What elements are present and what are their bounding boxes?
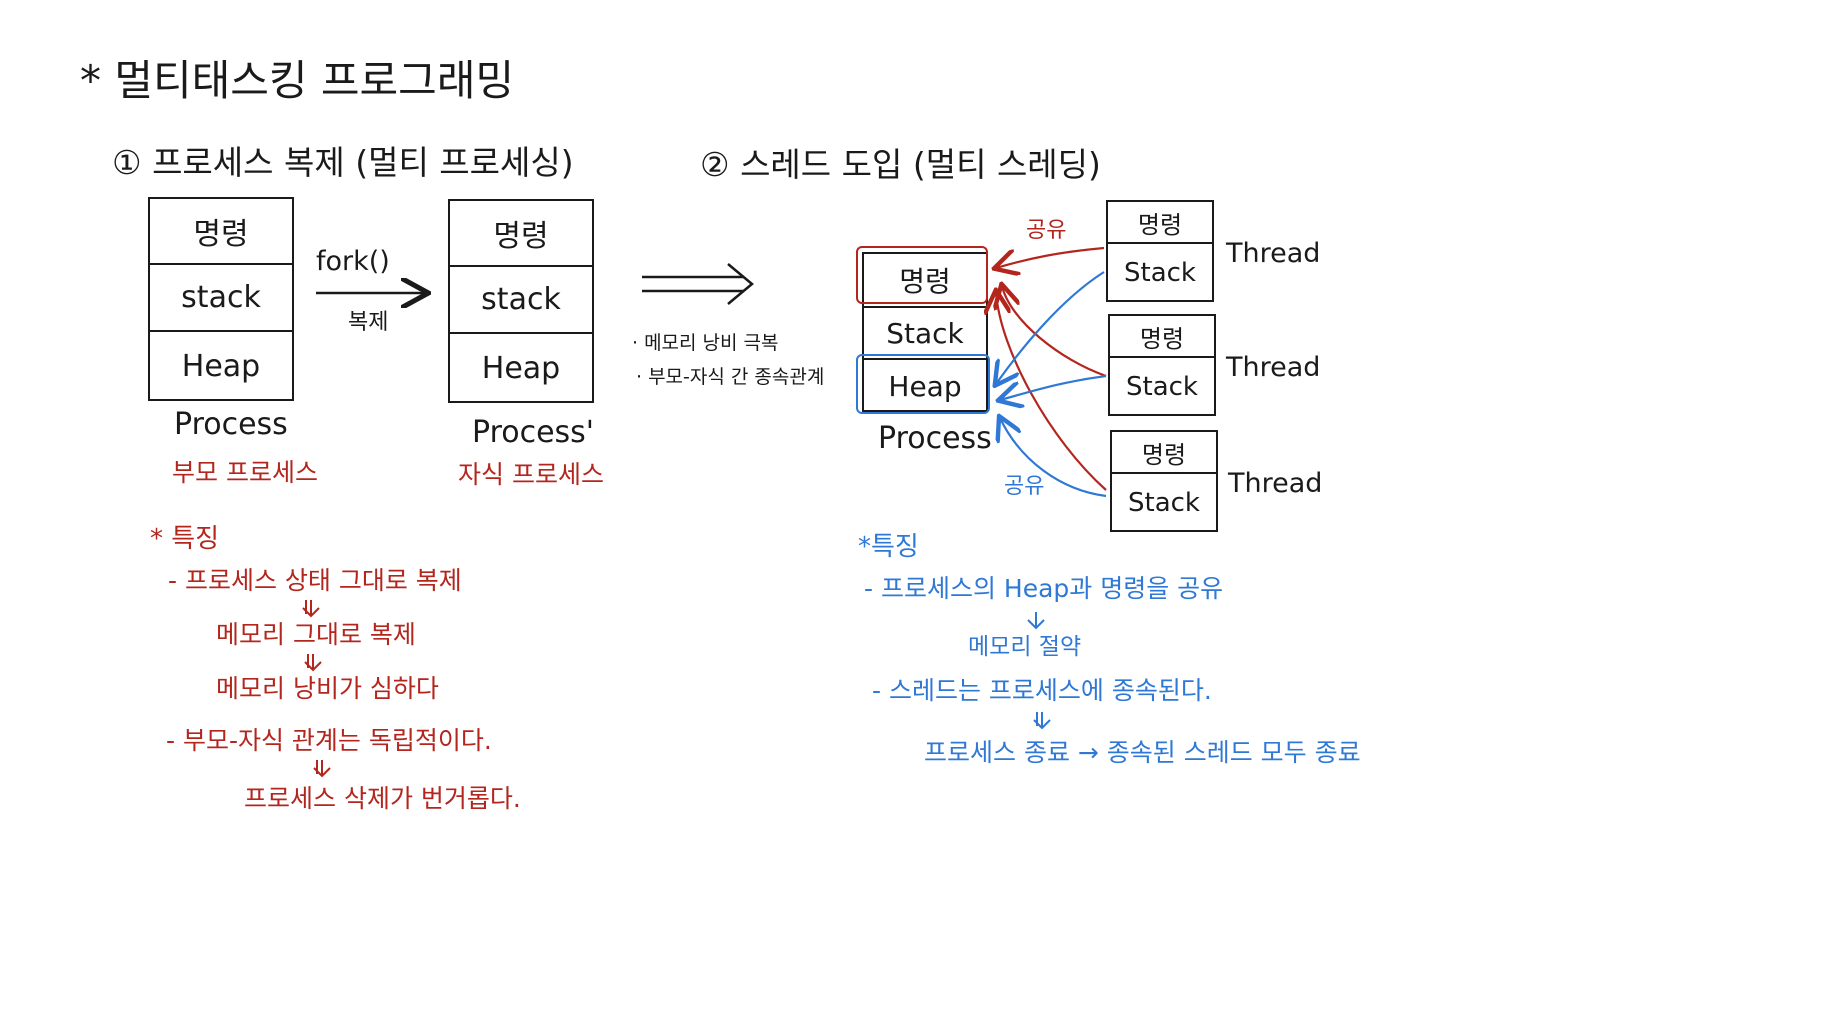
section2-features-title: *특징: [858, 532, 919, 562]
section2-down-arrows: [1027, 612, 1051, 730]
child-process-role: 자식 프로세스: [458, 460, 604, 489]
section2-feature-1: - 프로세스의 Heap과 명령을 공유: [864, 574, 1224, 603]
child-cell-instructions: 명령: [493, 219, 549, 254]
section1-feature-3: 메모리 낭비가 심하다: [216, 674, 439, 703]
thread3-cell-instructions: 명령: [1141, 440, 1187, 469]
section2-feature-3: - 스레드는 프로세스에 종속된다.: [872, 676, 1212, 705]
child-cell-heap: Heap: [450, 332, 592, 402]
section1-feature-4: - 부모-자식 관계는 독립적이다.: [166, 726, 492, 755]
parent-cell-stack: stack: [150, 263, 292, 330]
transition-note-2: · 부모-자식 간 종속관계: [636, 366, 825, 388]
thread-box-2: 명령 Stack: [1108, 314, 1216, 416]
shared-instructions-highlight: [856, 246, 988, 304]
thread-box-3: 명령 Stack: [1110, 430, 1218, 532]
section1-feature-2: 메모리 그대로 복제: [216, 620, 416, 649]
share-label-red: 공유: [1026, 218, 1067, 243]
section2-feature-4: 프로세스 종료 → 종속된 스레드 모두 종료: [924, 738, 1361, 767]
child-process-box: 명령 stack Heap: [448, 199, 594, 403]
red-share-arrows: [996, 246, 1107, 491]
thread-label-2: Thread: [1226, 352, 1321, 383]
thread-label-3: Thread: [1228, 468, 1323, 499]
thread-box-1: 명령 Stack: [1106, 200, 1214, 302]
thread2-cell-instructions: 명령: [1139, 324, 1185, 353]
parent-process-box: 명령 stack Heap: [148, 197, 294, 401]
thread1-cell-stack: Stack: [1108, 242, 1212, 302]
thread-label-1: Thread: [1226, 238, 1321, 269]
transition-double-arrow: [642, 263, 754, 305]
parent-process-role: 부모 프로세스: [172, 458, 318, 487]
thread1-cell-instructions: 명령: [1137, 210, 1183, 239]
section1-heading: ① 프로세스 복제 (멀티 프로세싱): [112, 143, 574, 182]
thread2-cell-stack: Stack: [1110, 356, 1214, 416]
child-cell-stack: stack: [450, 265, 592, 332]
parent-cell-instructions: 명령: [193, 217, 249, 252]
fork-label: fork(): [316, 246, 390, 277]
section2-feature-2: 메모리 절약: [968, 634, 1082, 660]
share-label-blue: 공유: [1004, 474, 1045, 499]
transition-note-1: · 메모리 낭비 극복: [632, 332, 779, 354]
shared-heap-highlight: [856, 354, 990, 414]
section2-heading: ② 스레드 도입 (멀티 스레딩): [700, 145, 1101, 184]
shared-cell-instructions: 명령: [899, 265, 951, 298]
section1-feature-1: - 프로세스 상태 그대로 복제: [168, 566, 462, 595]
parent-cell-heap: Heap: [150, 330, 292, 400]
shared-cell-stack: Stack: [864, 306, 986, 358]
blue-share-arrows: [996, 271, 1107, 498]
section1-features-title: * 특징: [150, 524, 220, 554]
parent-process-label: Process: [174, 407, 288, 442]
page-title: * 멀티태스킹 프로그래밍: [80, 56, 515, 105]
shared-process-label: Process: [878, 421, 992, 456]
shared-process-box: 명령 Stack Heap: [862, 252, 988, 412]
shared-cell-heap: Heap: [864, 358, 986, 412]
section1-feature-5: 프로세스 삭제가 번거롭다.: [244, 784, 521, 813]
child-process-label: Process': [472, 415, 595, 450]
copy-label: 복제: [348, 310, 389, 335]
thread3-cell-stack: Stack: [1112, 472, 1216, 532]
